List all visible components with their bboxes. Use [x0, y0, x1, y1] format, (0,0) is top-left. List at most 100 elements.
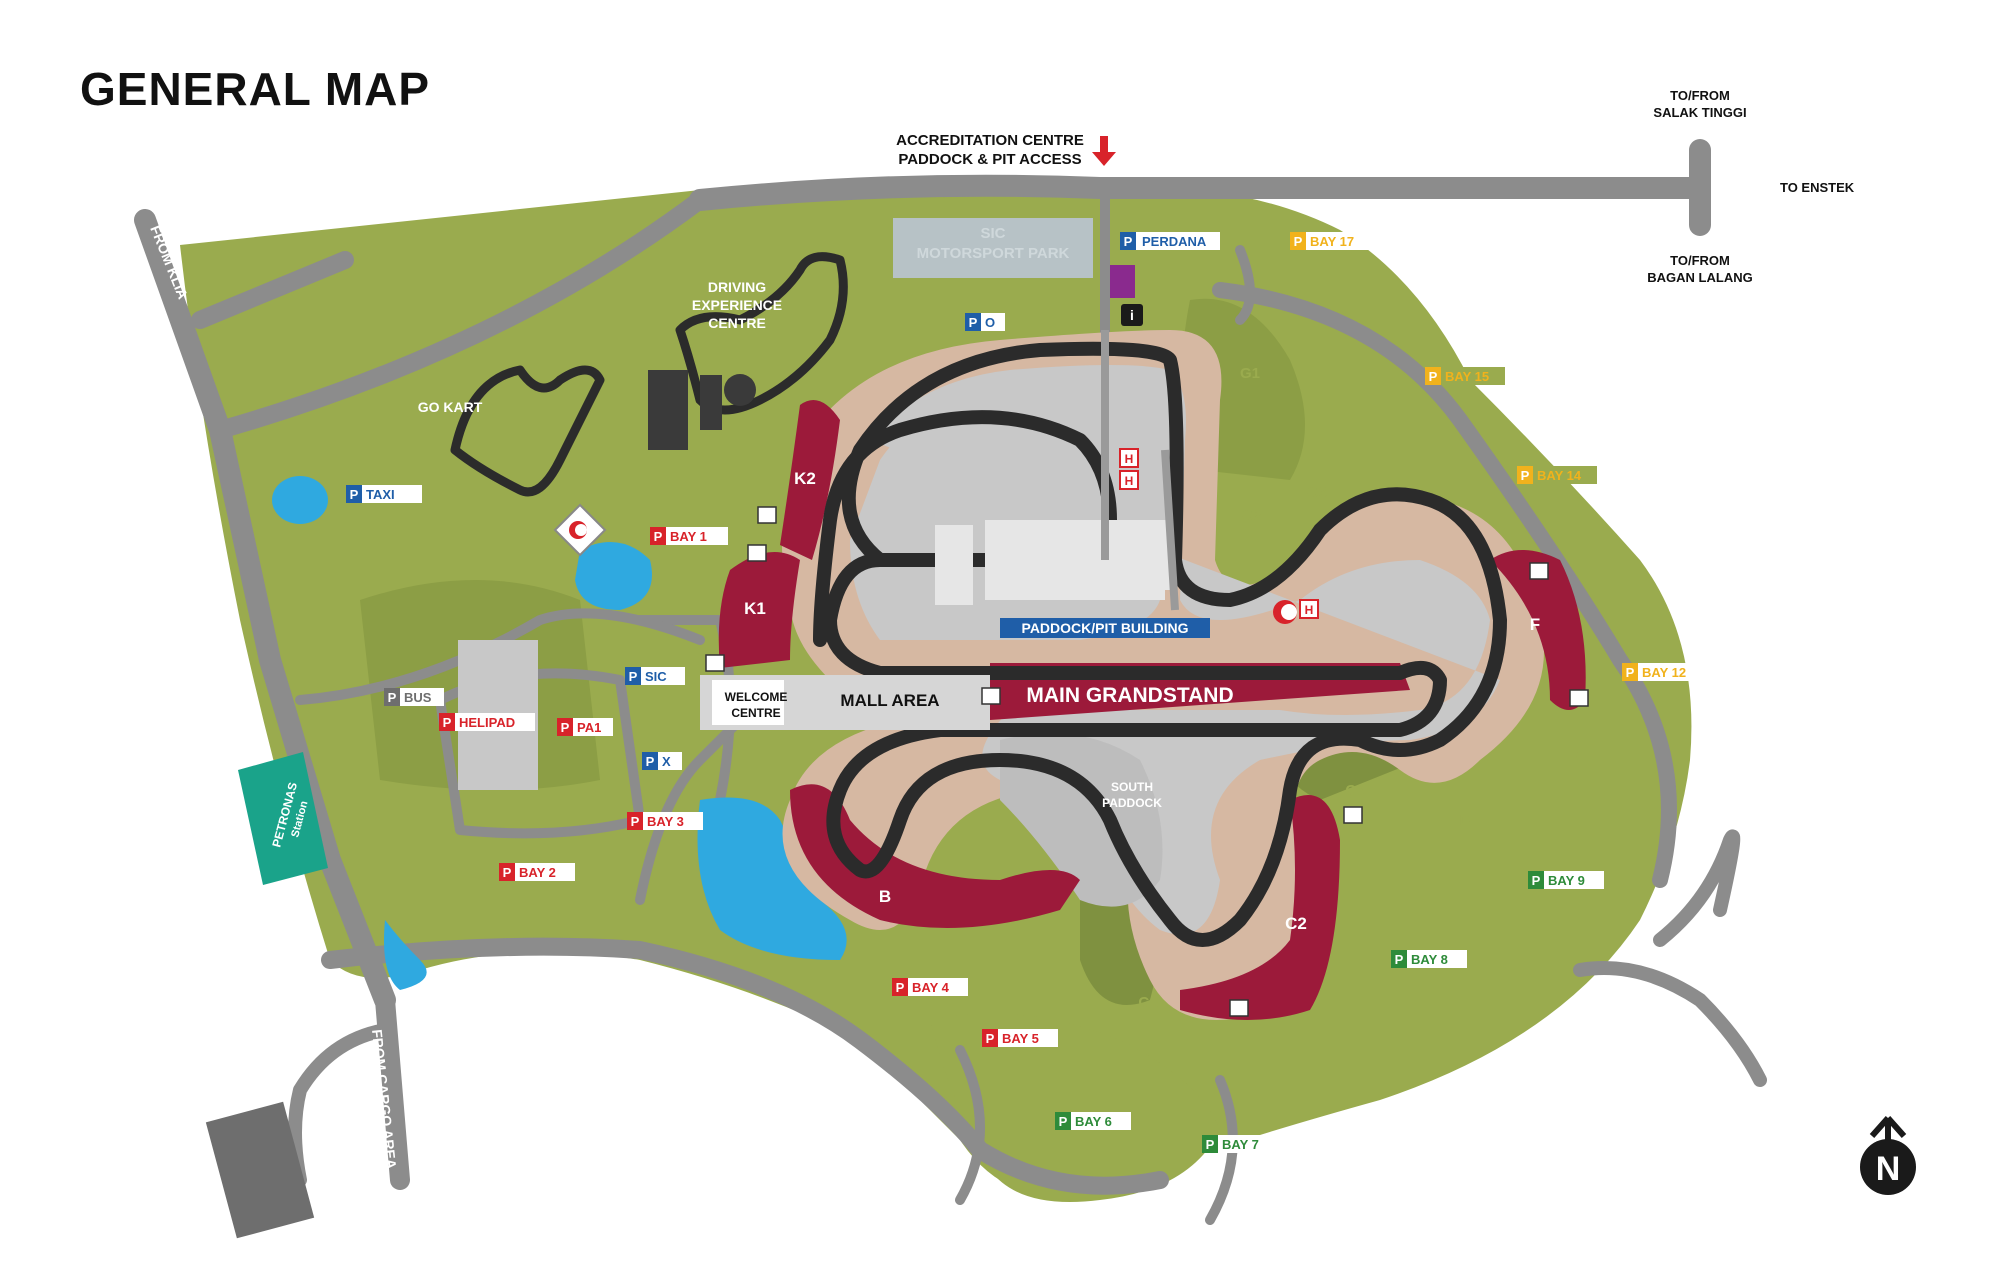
south-paddock-label-2: PADDOCK: [1102, 796, 1162, 810]
road-south-perimeter: [321, 937, 1169, 1195]
north-access-road: [1101, 330, 1179, 611]
road-southwest-loop: [635, 695, 765, 905]
parking-helipad[interactable]: P HELIPAD: [439, 713, 535, 731]
helipad-icon-3: H: [1305, 603, 1314, 617]
main-grandstand-label: MAIN GRANDSTAND: [1026, 684, 1233, 707]
parking-bay-9-label: BAY 9: [1548, 873, 1585, 888]
helipad-markers: H H H: [1119, 448, 1319, 619]
parking-bay-12[interactable]: P BAY 12: [1622, 663, 1702, 681]
accreditation-arrow-icon: [1092, 136, 1116, 166]
accreditation-label-1: ACCREDITATION CENTRE: [896, 132, 1084, 149]
welcome-label-2: CENTRE: [731, 706, 780, 720]
petronas-station: [238, 752, 328, 885]
grandstand-f: [1490, 550, 1586, 710]
parking-bay-9[interactable]: P BAY 9: [1528, 871, 1604, 889]
road-north-link: [211, 191, 709, 439]
bagan-label-1: TO/FROM: [1670, 253, 1730, 268]
salak-label-2: SALAK TINGGI: [1653, 105, 1746, 120]
medical-icon: [553, 503, 1297, 624]
facility-markers: [705, 506, 1589, 1017]
parking-bay-14[interactable]: P BAY 14: [1517, 466, 1597, 484]
stand-g3-label: G3: [1307, 484, 1327, 501]
parking-icon: P: [654, 529, 663, 544]
parking-bay-17-label: BAY 17: [1310, 234, 1354, 249]
grandstand-k1: [718, 552, 800, 668]
motorsport-park-area: [893, 218, 1093, 278]
paddock-pit-buildings: [935, 520, 1170, 605]
south-paddock-area: [1000, 733, 1163, 907]
parking-icon: P: [1429, 369, 1438, 384]
parking-icon: P: [1521, 468, 1530, 483]
stand-k2-label: K2: [794, 469, 816, 488]
parking-icon: P: [631, 814, 640, 829]
road-west-link: [191, 251, 354, 329]
parking-icon: P: [646, 754, 655, 769]
parking-bay-7[interactable]: P BAY 7: [1202, 1135, 1278, 1153]
parking-bay-15[interactable]: P BAY 15: [1425, 367, 1505, 385]
helipad-icon-2: H: [1125, 474, 1134, 488]
south-paddock-label-1: SOUTH: [1111, 780, 1153, 794]
parking-icon: P: [1124, 234, 1133, 249]
parking-bay-15-label: BAY 15: [1445, 369, 1489, 384]
lake-southwest: [384, 920, 427, 990]
parking-o[interactable]: P O: [965, 313, 1005, 331]
info-point: i: [1121, 304, 1143, 326]
parking-bay-2-label: BAY 2: [519, 865, 556, 880]
grandstand-k2: [780, 400, 840, 560]
stand-f-label: F: [1530, 615, 1540, 634]
road-from-klia: [134, 209, 396, 1011]
stand-k1-label: K1: [744, 599, 766, 618]
parking-bay-4-label: BAY 4: [912, 980, 950, 995]
parking-helipad-label: HELIPAD: [459, 715, 515, 730]
parking-sic-label: SIC: [645, 669, 667, 684]
motorsport-label-1: SIC: [980, 225, 1005, 242]
parking-icon: P: [388, 690, 397, 705]
parking-bay-6[interactable]: P BAY 6: [1055, 1112, 1131, 1130]
parking-bay-3-label: BAY 3: [647, 814, 684, 829]
driving-label-1: DRIVING: [708, 279, 766, 295]
parking-perdana-label: PERDANA: [1142, 234, 1207, 249]
parking-perdana[interactable]: P PERDANA: [1120, 232, 1220, 250]
parking-icon: P: [629, 669, 638, 684]
parking-bay-2[interactable]: P BAY 2: [499, 863, 575, 881]
welcome-centre-block: [712, 680, 784, 725]
lake-south: [697, 797, 847, 960]
parking-icon: P: [1532, 873, 1541, 888]
parking-bay-1[interactable]: P BAY 1: [650, 527, 728, 545]
parking-pa1[interactable]: P PA1: [557, 718, 613, 736]
mall-area-label: MALL AREA: [840, 691, 939, 710]
parking-bay-5[interactable]: P BAY 5: [982, 1029, 1058, 1047]
parking-bay-8[interactable]: P BAY 8: [1391, 950, 1467, 968]
parking-icon: P: [561, 720, 570, 735]
parking-sic[interactable]: P SIC: [625, 667, 685, 685]
parking-bay-12-label: BAY 12: [1642, 665, 1686, 680]
lake-central: [575, 542, 652, 610]
road-southeast-2: [1653, 829, 1741, 947]
north-arrow[interactable]: N: [1860, 1116, 1916, 1195]
stand-d-label: D: [1460, 812, 1471, 829]
motorsport-label-2: MOTORSPORT PARK: [917, 245, 1070, 262]
stand-g2-label: G2: [1242, 507, 1262, 524]
stand-c1-label: C1: [1138, 994, 1157, 1011]
stand-b-label: B: [879, 887, 891, 906]
bagan-label-2: BAGAN LALANG: [1647, 270, 1752, 285]
parking-icon: P: [1626, 665, 1635, 680]
pit-building-2: [1110, 520, 1170, 590]
parking-icon: P: [350, 487, 359, 502]
parking-bay-3[interactable]: P BAY 3: [627, 812, 703, 830]
road-access-perdana: [1235, 245, 1255, 325]
accreditation-building: [1110, 265, 1135, 298]
salak-label-1: TO/FROM: [1670, 88, 1730, 103]
parking-taxi[interactable]: P TAXI: [346, 485, 422, 503]
parking-x[interactable]: P X: [642, 752, 682, 770]
parking-bay-17[interactable]: P BAY 17: [1290, 232, 1370, 250]
stand-c2-label: C2: [1285, 914, 1307, 933]
parking-bay-6-label: BAY 6: [1075, 1114, 1112, 1129]
parking-bay-4[interactable]: P BAY 4: [892, 978, 968, 996]
parking-icon: P: [969, 315, 978, 330]
parking-bus[interactable]: P BUS: [384, 688, 444, 706]
lake-west: [272, 476, 328, 524]
driving-centre-building-2: [700, 375, 722, 430]
driving-centre-rotunda: [724, 374, 756, 406]
